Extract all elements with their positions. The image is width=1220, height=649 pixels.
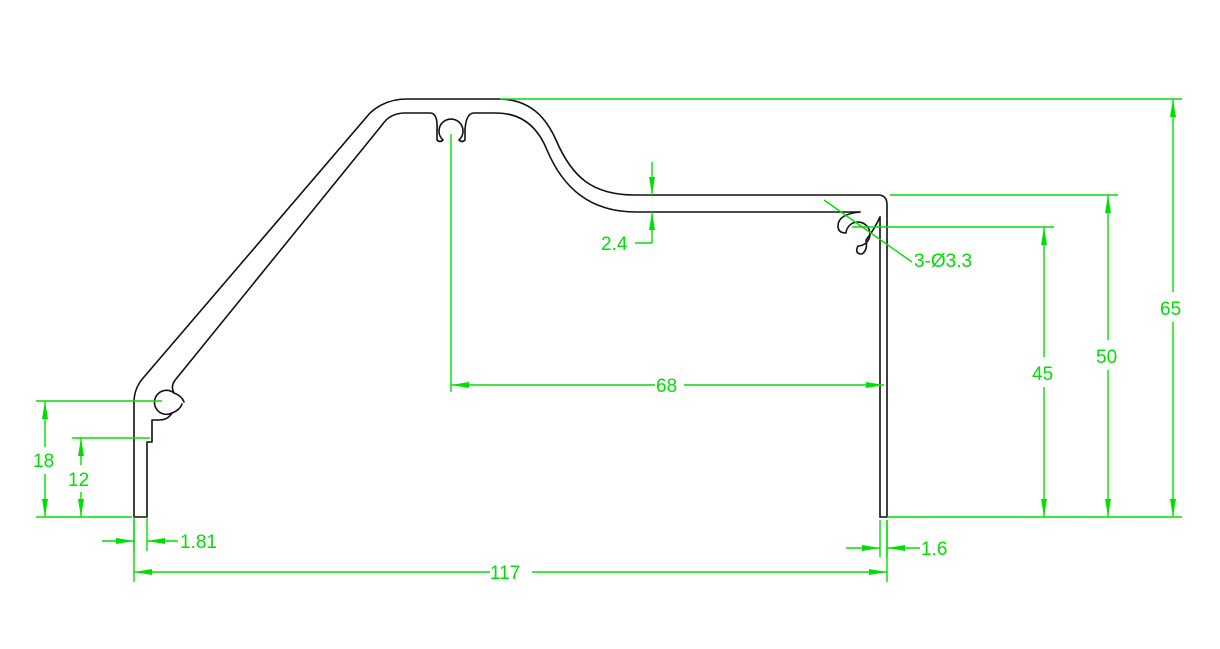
dim-top-wall-thickness: 2.4	[601, 162, 655, 255]
screw-boss-top	[436, 118, 466, 143]
dim-45-label: 45	[1032, 364, 1053, 385]
dim-overall-height: 65	[500, 98, 1182, 518]
dim-181-label: 1.81	[180, 532, 217, 553]
dim-68-label: 68	[656, 376, 677, 397]
dim-65-label: 65	[1160, 299, 1181, 320]
screw-boss-right	[837, 211, 881, 255]
dimension-layer: 117 68 65 50	[33, 98, 1182, 584]
dim-left-wall-thickness: 1.81	[102, 517, 217, 553]
dim-50-label: 50	[1096, 347, 1117, 368]
hole-callout-label: 3-Ø3.3	[914, 251, 972, 272]
dim-overall-width: 117	[133, 520, 888, 584]
aluminum-profile	[133, 98, 888, 518]
dim-top-flat-height: 50	[890, 194, 1118, 517]
dim-right-wall-thickness: 1.6	[846, 520, 947, 560]
dim-117-label: 117	[490, 563, 520, 584]
dim-left-step-height: 12	[68, 437, 150, 517]
profile-inner-contour	[146, 112, 881, 518]
dim-left-boss-height: 18	[33, 400, 162, 518]
hole-callout: 3-Ø3.3	[823, 199, 972, 272]
dim-16-label: 1.6	[921, 539, 947, 560]
screw-boss-left	[153, 389, 185, 416]
profile-outer-contour	[133, 98, 888, 518]
dim-24-label: 2.4	[601, 234, 628, 255]
dim-hole-spacing: 68	[450, 134, 884, 397]
dim-18-label: 18	[33, 451, 54, 472]
dim-hole-height: 45	[852, 226, 1054, 517]
dim-12-label: 12	[68, 470, 89, 491]
